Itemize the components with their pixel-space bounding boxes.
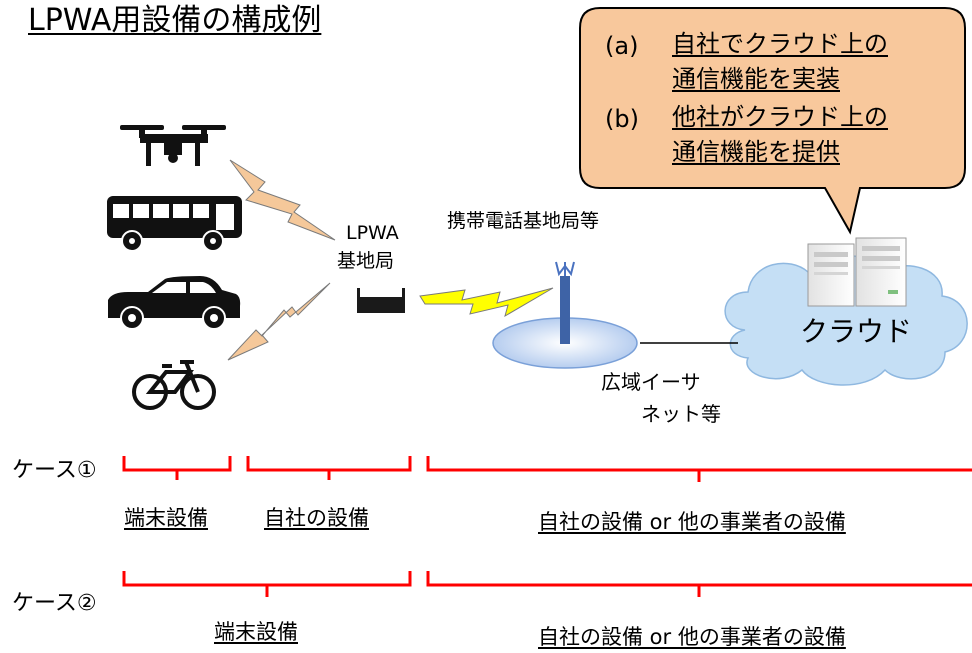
case1-own-or-other-equipment: 自社の設備 or 他の事業者の設備 [538, 510, 846, 534]
car-icon [108, 276, 241, 330]
case2-brackets [122, 571, 972, 597]
bracket-terminal [122, 456, 232, 480]
lpwa-station-label-line1: LPWA [346, 222, 399, 244]
callout-b-line1: 他社がクラウド上の [672, 103, 888, 131]
bracket-terminal-wide [122, 571, 412, 597]
ethernet-label-line2: ネット等 [641, 402, 721, 426]
lpwa-base-station-icon [357, 288, 405, 313]
lightning-bolt-upper [229, 159, 336, 241]
server-icon [807, 237, 907, 307]
bus-icon [107, 196, 242, 252]
case2-terminal-equipment: 端末設備 [214, 620, 298, 644]
case2-label: ケース② [12, 591, 97, 616]
callout-a-line1: 自社でクラウド上の [672, 30, 888, 58]
bracket-own-lpwa [246, 456, 412, 480]
page-title: LPWA用設備の構成例 [28, 3, 322, 38]
case1-brackets [122, 456, 972, 482]
cloud-shape [724, 254, 968, 386]
drone-icon [120, 125, 226, 166]
bracket-cloud-side [426, 456, 972, 482]
callout-b-line2: 通信機能を提供 [672, 138, 840, 166]
mobile-station-label: 携帯電話基地局等 [447, 210, 600, 232]
case1-own-equipment: 自社の設備 [264, 506, 369, 530]
bicycle-icon [132, 360, 216, 410]
case1-terminal-equipment: 端末設備 [124, 506, 208, 530]
callout-bubble [579, 7, 966, 235]
lpwa-station-label-line2: 基地局 [337, 250, 395, 272]
case2-own-or-other-equipment: 自社の設備 or 他の事業者の設備 [538, 625, 846, 649]
bracket-cloud-side-2 [426, 571, 972, 597]
ethernet-label-line1: 広域イーサ [601, 370, 701, 394]
callout-a-line2: 通信機能を実装 [672, 65, 840, 93]
antenna-icon [555, 261, 575, 344]
case1-label: ケース① [12, 458, 97, 483]
lightning-bolt-lower [227, 282, 331, 361]
callout-a-marker: (a) [605, 32, 639, 60]
lightning-bolt-yellow [419, 287, 554, 318]
callout-b-marker: (b) [605, 105, 639, 133]
cloud-label: クラウド [800, 315, 913, 348]
